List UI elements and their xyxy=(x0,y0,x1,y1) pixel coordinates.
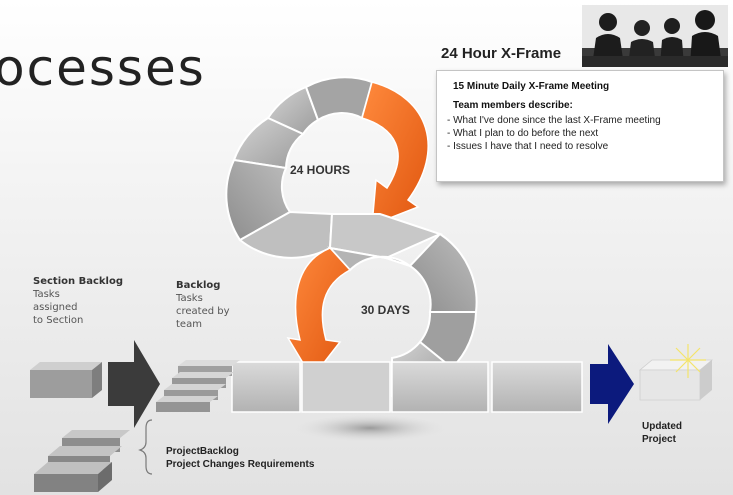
cycle-ring-24-hours xyxy=(225,76,374,259)
backlog-label: Backlog Tasks created by team xyxy=(176,279,230,331)
backlog-line: created by xyxy=(176,306,230,317)
cycle-label-30-days: 30 DAYS xyxy=(361,303,410,317)
project-backlog-subtitle: Project Changes Requirements xyxy=(166,459,315,470)
list-item: - What I plan to do before the next xyxy=(447,128,599,139)
section-backlog-block xyxy=(30,362,102,398)
slide-heading: ocesses xyxy=(0,39,206,97)
dark-input-arrow xyxy=(108,340,160,428)
backlog-bracket xyxy=(138,419,153,475)
section-backlog-line: Tasks xyxy=(33,289,60,300)
list-item: - Issues I have that I need to resolve xyxy=(447,141,609,152)
backlog-title: Backlog xyxy=(176,280,221,291)
process-conveyor xyxy=(231,361,583,413)
meeting-title: 15 Minute Daily X-Frame Meeting xyxy=(453,81,610,92)
project-backlog-stack xyxy=(34,430,130,492)
updated-project-block xyxy=(638,344,714,401)
updated-project-label: Updated Project xyxy=(642,420,682,446)
project-backlog-label: ProjectBacklog Project Changes Requireme… xyxy=(166,445,314,471)
backlog-stack xyxy=(156,360,240,412)
section-backlog-line: assigned xyxy=(33,302,78,313)
section-backlog-label: Section Backlog Tasks assigned to Sectio… xyxy=(33,275,123,327)
section-backlog-title: Section Backlog xyxy=(33,276,123,287)
orange-arrow-lower xyxy=(286,247,352,380)
crossover-panel xyxy=(328,213,443,260)
meeting-people-image xyxy=(582,5,728,67)
updated-project-line: Project xyxy=(642,434,676,445)
project-backlog-title: ProjectBacklog xyxy=(166,446,239,457)
floor-shadow xyxy=(295,414,445,442)
cycle-label-24-hours: 24 HOURS xyxy=(290,163,351,177)
navy-output-arrow xyxy=(590,344,634,424)
list-item: - What I've done since the last X-Frame … xyxy=(447,115,661,126)
meeting-bullets: - What I've done since the last X-Frame … xyxy=(447,114,661,153)
updated-project-line: Updated xyxy=(642,421,682,432)
xframe-title: 24 Hour X-Frame xyxy=(441,45,562,62)
section-backlog-line: to Section xyxy=(33,315,84,326)
meeting-subhead: Team members describe: xyxy=(453,100,573,111)
backlog-line: Tasks xyxy=(176,293,203,304)
sparkle-icon xyxy=(670,344,706,378)
xframe-info-box: 15 Minute Daily X-Frame Meeting Team mem… xyxy=(436,70,724,182)
backlog-line: team xyxy=(176,319,202,330)
orange-arrow-upper xyxy=(361,81,429,227)
